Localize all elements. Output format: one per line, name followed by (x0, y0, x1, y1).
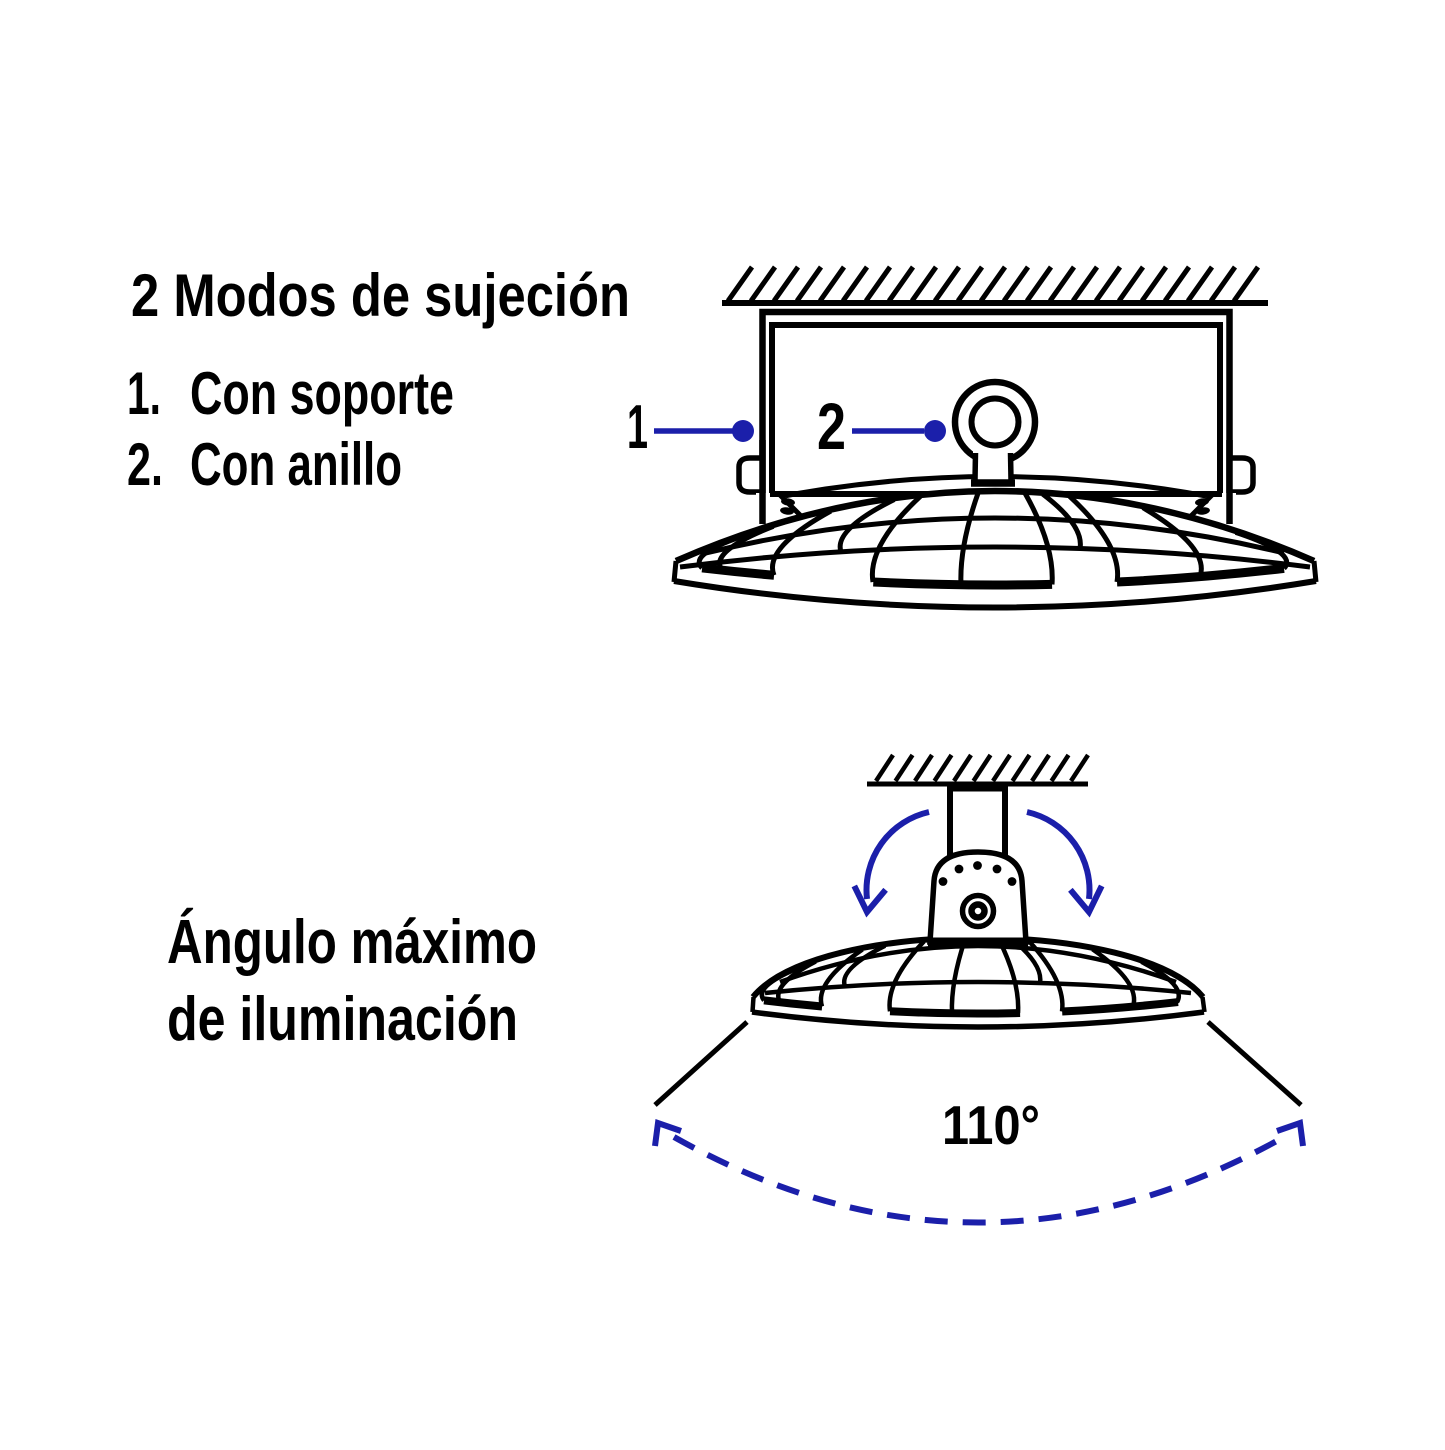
svg-text:1: 1 (627, 393, 648, 462)
svg-text:2: 2 (817, 389, 846, 463)
svg-text:2 Modos de sujeción: 2 Modos de sujeción (131, 262, 630, 329)
svg-text:1.: 1. (127, 360, 161, 427)
svg-text:110°: 110° (942, 1094, 1040, 1156)
svg-text:2.: 2. (127, 431, 163, 498)
svg-text:de iluminación: de iluminación (167, 985, 518, 1054)
svg-text:Ángulo máximo: Ángulo máximo (167, 908, 537, 977)
svg-text:Con soporte: Con soporte (190, 360, 454, 427)
svg-text:Con anillo: Con anillo (190, 431, 402, 498)
